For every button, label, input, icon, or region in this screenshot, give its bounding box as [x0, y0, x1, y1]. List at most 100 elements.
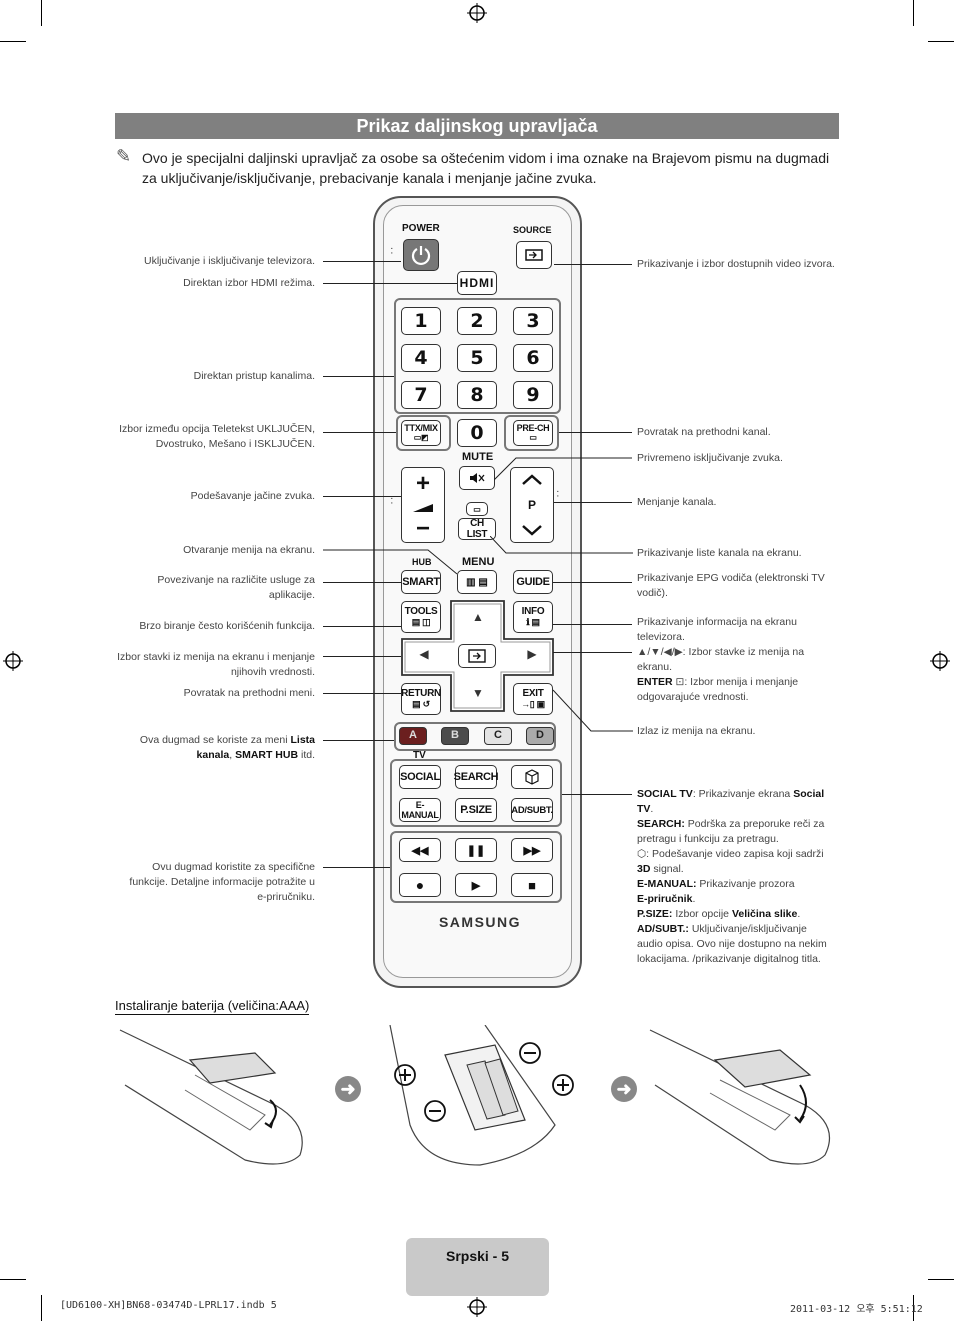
leader-line [323, 867, 390, 868]
stop-icon: ■ [528, 877, 536, 893]
channel-rocker[interactable]: P [510, 467, 554, 543]
channel-p-label: P [527, 498, 536, 512]
blue-d-button[interactable]: D [526, 727, 554, 745]
number-pad-group [394, 298, 561, 414]
channel-down-icon [522, 525, 542, 536]
nav-up-arrow-icon[interactable]: ▲ [472, 610, 484, 624]
crop-mark [0, 41, 26, 42]
leader-line [323, 656, 401, 657]
print-date-info: 2011-03-12 오후 5:51:12 [790, 1304, 923, 1315]
label-channels: Direktan pristup kanalima. [193, 370, 315, 382]
battery-step-2-illustration [389, 1025, 574, 1166]
media-controls-group [390, 831, 562, 903]
number-button-7[interactable]: 7 [401, 381, 441, 409]
leader-line [554, 264, 632, 265]
enter-icon [468, 649, 486, 663]
page-number-tab: Srpski - 5 [406, 1238, 549, 1296]
label-channel: Menjanje kanala. [637, 496, 717, 508]
enter-button[interactable] [458, 644, 496, 668]
number-button-9[interactable]: 9 [513, 381, 553, 409]
nav-down-arrow-icon[interactable]: ▼ [472, 686, 484, 700]
leader-line [494, 457, 632, 481]
p-size-button[interactable]: P.SIZE [455, 798, 497, 822]
tools-button[interactable]: TOOLS▤ ◫ [401, 601, 441, 633]
pre-ch-label: PRE-CH [516, 423, 550, 433]
green-b-button[interactable]: B [441, 727, 469, 745]
leader-line [323, 283, 457, 284]
number-button-6[interactable]: 6 [513, 344, 553, 372]
leader-line [323, 626, 401, 627]
info-icon: ℹ ▤ [526, 617, 540, 627]
number-button-0[interactable]: 0 [457, 419, 497, 447]
return-button[interactable]: RETURN▤ ↺ [401, 683, 441, 715]
pause-button[interactable]: ❚❚ [455, 838, 497, 862]
leader-line [323, 740, 394, 741]
braille-dots: ⠅ [390, 497, 396, 506]
content-button[interactable]: ▭ [466, 502, 488, 516]
leader-line [323, 549, 458, 575]
smart-hub-button[interactable]: SMART [401, 570, 441, 594]
label-ttx: Izbor između opcija Teletekst UKLJUČEN,D… [119, 423, 315, 450]
exit-label: EXIT [522, 688, 544, 699]
volume-down-icon: − [415, 515, 430, 543]
registration-mark-icon [3, 651, 23, 671]
power-label: POWER [402, 223, 440, 234]
play-icon: ▶ [471, 879, 481, 892]
prech-group [504, 415, 559, 451]
hdmi-button[interactable]: HDMI [457, 271, 497, 295]
leader-line [562, 794, 632, 795]
volume-rocker[interactable]: + − [401, 467, 445, 543]
yellow-c-button[interactable]: C [484, 727, 512, 745]
channel-up-icon [522, 474, 542, 485]
number-button-5[interactable]: 5 [457, 344, 497, 372]
nav-right-arrow-icon[interactable]: ▶ [527, 647, 537, 661]
leader-line [553, 652, 632, 653]
3d-button[interactable] [511, 765, 553, 789]
intro-note: Ovo je specijalni daljinski upravljač za… [142, 150, 830, 186]
3d-icon [525, 769, 539, 785]
leader-line [323, 496, 401, 497]
smart-functions-group [390, 759, 562, 827]
search-button[interactable]: SEARCH [454, 765, 499, 789]
battery-step-1-illustration [119, 1029, 303, 1165]
leader-line [559, 432, 632, 433]
label-volume: Podešavanje jačine zvuka. [190, 490, 315, 502]
e-manual-button[interactable]: E-MANUAL [399, 798, 441, 822]
number-button-3[interactable]: 3 [513, 307, 553, 335]
stop-button[interactable]: ■ [511, 873, 553, 897]
label-pre-ch: Povratak na prethodni kanal. [637, 426, 771, 438]
leader-line [554, 502, 632, 503]
exit-button[interactable]: EXIT→▯ ▣ [513, 683, 553, 715]
nav-left-arrow-icon[interactable]: ◀ [419, 647, 429, 661]
3d-small-icon: ⬡ [637, 848, 647, 860]
record-button[interactable]: ● [399, 873, 441, 897]
source-button[interactable] [516, 241, 552, 269]
ch-list-button[interactable]: CH LIST [458, 518, 496, 540]
menu-button[interactable]: ▥ ▤ [457, 570, 497, 594]
social-button[interactable]: SOCIAL [399, 765, 441, 789]
number-button-2[interactable]: 2 [457, 307, 497, 335]
pre-ch-button[interactable]: PRE-CH▭ [513, 420, 553, 446]
number-button-1[interactable]: 1 [401, 307, 441, 335]
mute-button[interactable] [459, 466, 495, 490]
number-button-4[interactable]: 4 [401, 344, 441, 372]
samsung-logo: SAMSUNG [438, 914, 522, 930]
label-menu: Otvaranje menija na ekranu. [183, 544, 315, 556]
ad-subt-button[interactable]: AD/SUBT. [511, 798, 553, 822]
power-button[interactable] [403, 239, 439, 271]
guide-button[interactable]: GUIDE [513, 570, 553, 594]
number-button-8[interactable]: 8 [457, 381, 497, 409]
ttx-mix-button[interactable]: TTX/MIX▭◩ [401, 420, 441, 446]
red-a-button[interactable]: A [399, 727, 427, 745]
rewind-button[interactable]: ◀◀ [399, 838, 441, 862]
pencil-note-icon: ✎ [116, 146, 132, 166]
label-tools: Brzo biranje često korišćenih funkcija. [139, 620, 315, 632]
fast-forward-button[interactable]: ▶▶ [511, 838, 553, 862]
play-button[interactable]: ▶ [455, 873, 497, 897]
